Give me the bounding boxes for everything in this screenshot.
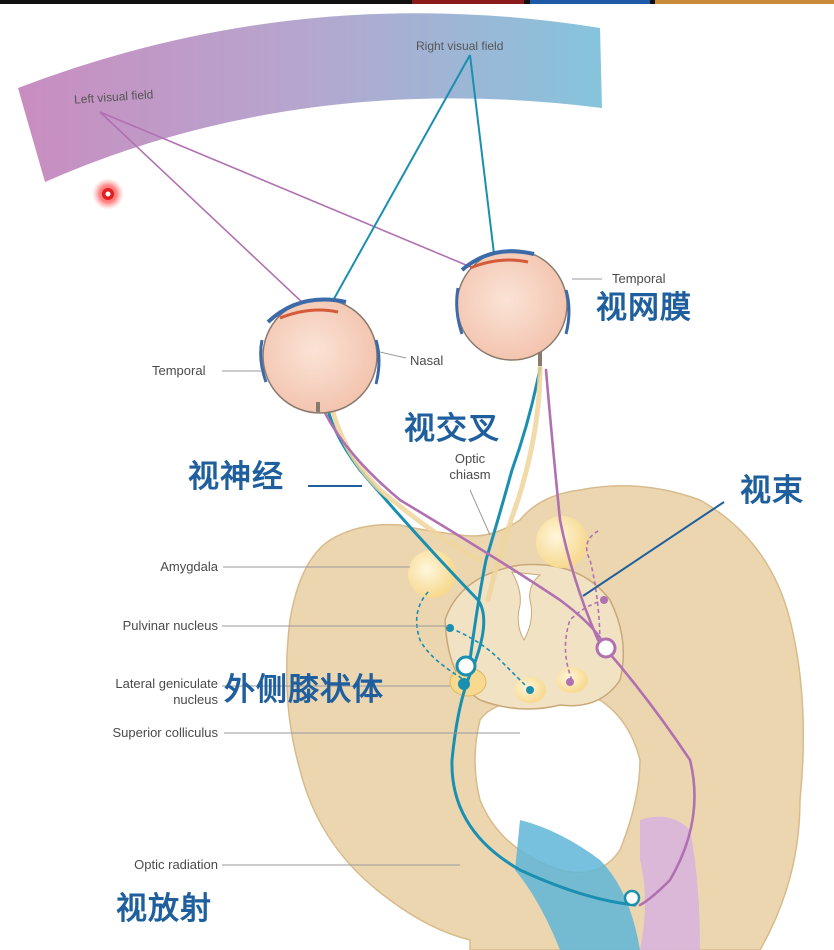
- optic-radiation-label: Optic radiation: [134, 857, 218, 872]
- visual-field-arc: [18, 13, 602, 182]
- top-bar-segment: [412, 0, 524, 4]
- target-point-center: [105, 191, 111, 197]
- top-bar-segment: [530, 0, 650, 4]
- chiasm-cn-label: 视交叉: [404, 411, 500, 447]
- left-eye: [259, 297, 381, 414]
- optic-nerve-cn-label: 视神经: [188, 459, 284, 495]
- amygdala-label: Amygdala: [160, 559, 218, 574]
- retina-cn-label: 视网膜: [596, 290, 692, 326]
- dashed-branches: [415, 529, 606, 691]
- lgn-cn-label: 外侧膝状体: [224, 672, 384, 708]
- optic-tract-cn-label: 视束: [740, 473, 804, 509]
- right-eye: [455, 249, 571, 366]
- visual-cortex-cyan: [515, 820, 640, 950]
- radiation-cn-label: 视放射: [116, 891, 212, 927]
- temporal-left-label: Temporal: [152, 363, 206, 378]
- superior-colliculus-label: Superior colliculus: [112, 725, 219, 740]
- amygdala-right: [536, 516, 588, 568]
- nasal-label: Nasal: [410, 353, 444, 368]
- top-bar: [0, 0, 834, 4]
- optic-chiasm-label-line2: chiasm: [449, 467, 491, 482]
- pathway-nodes: [446, 596, 641, 907]
- lgn-label-line2: nucleus: [173, 692, 218, 707]
- annotation-lines: [308, 485, 725, 597]
- visual-cortex-magenta: [640, 816, 700, 950]
- leader-lines: [222, 278, 602, 866]
- aqueduct: [511, 571, 542, 642]
- right-visual-field-label: Right visual field: [416, 39, 504, 53]
- optic-chiasm-label-line1: Optic: [454, 451, 486, 466]
- top-bar-segment: [655, 0, 834, 4]
- amygdala-left: [408, 550, 456, 598]
- lgn-label-line1: Lateral geniculate: [115, 676, 218, 691]
- pulvinar-label: Pulvinar nucleus: [122, 618, 218, 633]
- temporal-right-label: Temporal: [612, 271, 666, 286]
